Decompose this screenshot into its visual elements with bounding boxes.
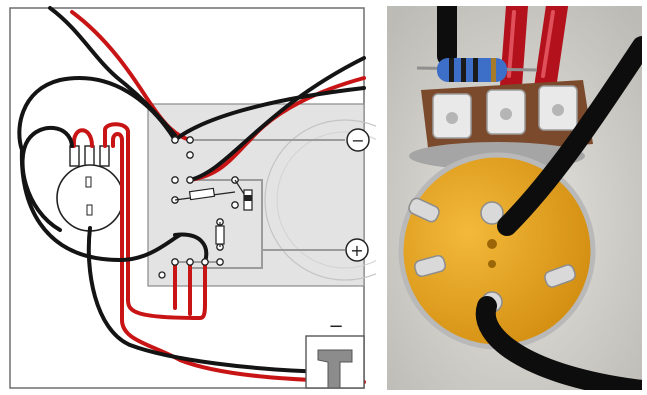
photo-black-wires bbox=[475, 36, 647, 395]
black-wires bbox=[17, 6, 366, 374]
resistor-horizontal bbox=[174, 187, 236, 201]
terminal-plus-label: + bbox=[350, 241, 363, 260]
photo-red-wires bbox=[500, 0, 568, 99]
terminal-minus: − bbox=[346, 128, 370, 152]
pot-photo bbox=[387, 0, 647, 395]
circuit-board bbox=[147, 103, 426, 287]
terminal-minus-label: − bbox=[351, 131, 364, 150]
photo-pot-body bbox=[398, 142, 596, 350]
resistor-vertical bbox=[215, 222, 225, 247]
photo-resistor bbox=[416, 58, 538, 82]
solder-pads bbox=[158, 136, 239, 279]
pot-photo-svg bbox=[387, 0, 647, 395]
footswitch-mark: − bbox=[328, 316, 343, 337]
photo-lug-board bbox=[421, 80, 593, 156]
wiring-diagram-svg: − + bbox=[9, 6, 426, 389]
wiring-diagram: − + bbox=[9, 6, 426, 389]
terminal-plus: + bbox=[345, 238, 369, 262]
diode bbox=[234, 179, 253, 211]
footswitch: − bbox=[305, 316, 365, 389]
